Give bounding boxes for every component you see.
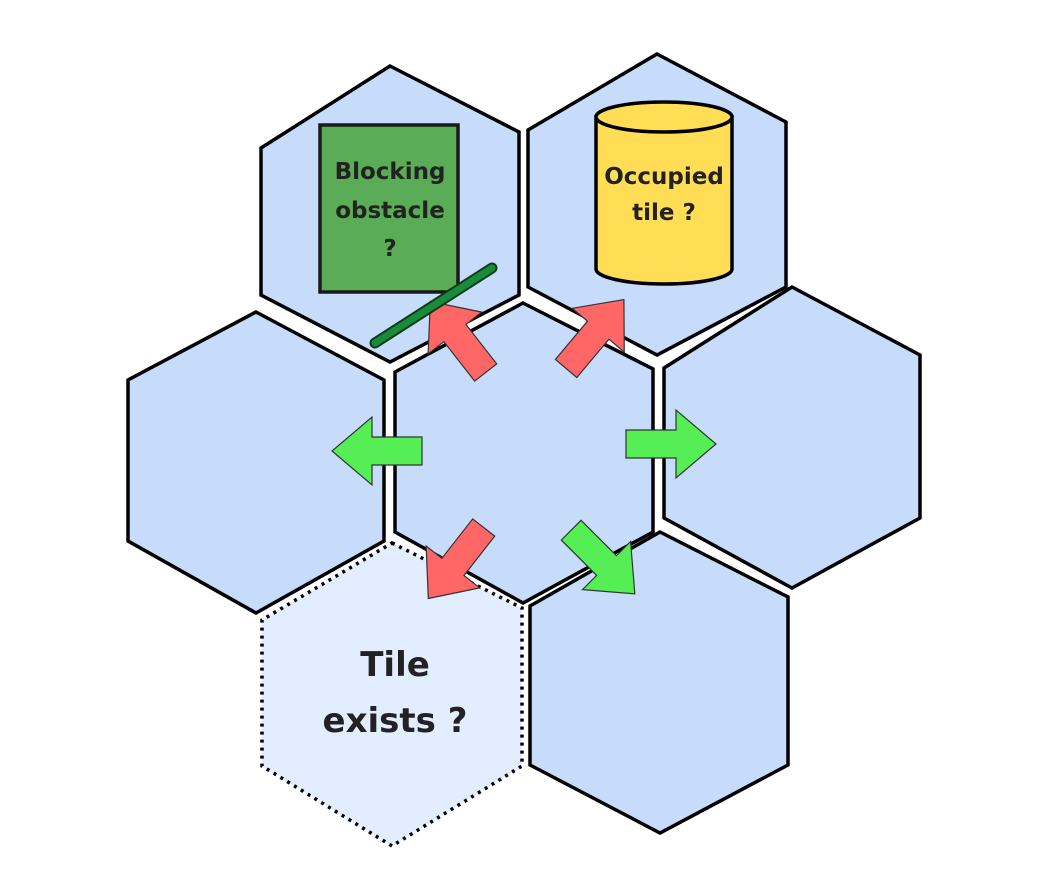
arrow-down-right bbox=[560, 519, 636, 595]
hex-tile-bottom-right bbox=[528, 530, 790, 835]
cylinder-body bbox=[594, 115, 734, 286]
movement-arrows bbox=[331, 298, 717, 600]
hex-tile-right bbox=[662, 284, 922, 590]
blocking-obstacle: Blocking obstacle ? bbox=[318, 123, 460, 294]
obstacle-box bbox=[318, 123, 460, 294]
barrier-line bbox=[371, 264, 496, 347]
obstacle-label-line-1: Blocking bbox=[335, 159, 446, 185]
arrow-right bbox=[625, 408, 717, 480]
arrow-up-right bbox=[554, 298, 625, 379]
occupied-label-line-1: Occupied bbox=[604, 164, 724, 190]
arrow-down-left bbox=[425, 518, 496, 600]
arrow-up-left bbox=[427, 300, 498, 382]
obstacle-label-line-2: obstacle bbox=[335, 198, 445, 224]
hex-tile-left bbox=[126, 310, 386, 616]
arrow-left bbox=[331, 415, 423, 487]
hex-tile-maybe-missing bbox=[260, 541, 524, 849]
tile-exists-label-line-1: Tile bbox=[360, 645, 430, 685]
tile-exists-label-line-2: exists ? bbox=[323, 701, 468, 741]
occupant-cylinder: Occupied tile ? bbox=[594, 100, 734, 286]
cylinder-top bbox=[594, 100, 734, 134]
occupied-label-line-2: tile ? bbox=[632, 200, 696, 226]
obstacle-label-line-3: ? bbox=[383, 236, 396, 262]
